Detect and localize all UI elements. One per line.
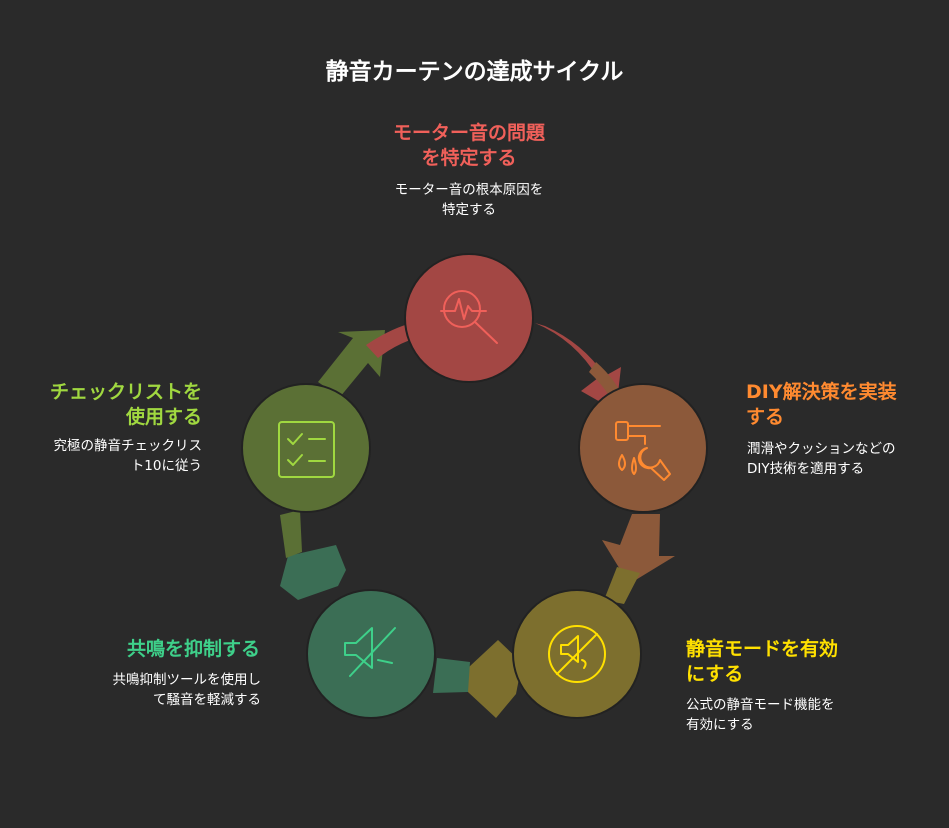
step1-label: モーター音の問題 を特定する [392,122,545,169]
faucet-wrench-icon [615,421,671,481]
arrow-step2-to-step3 [602,514,675,584]
diagram-title: 静音カーテンの達成サイクル [325,59,624,85]
step3-description: 公式の静音モード機能を 有効にする [686,697,835,733]
step5-description: 究極の静音チェックリス ト10に従う [53,438,203,474]
step3-label: 静音モードを有効 にする [686,638,839,685]
arrow-step5-to-step1-tail [366,325,410,358]
step4-label: 共鳴を抑制する [126,638,260,660]
arrow-step1-to-step2-tail [589,362,621,399]
magnifier-waveform-icon [440,290,498,344]
arrow-step4-to-step5-tail [280,510,302,558]
step5-label: チェックリストを 使用する [49,381,202,428]
arrow-step3-to-step4-tail [433,658,470,693]
step5-circle [241,383,371,513]
speaker-muted-icon [344,627,396,677]
sound-off-icon [548,625,606,683]
step2-description: 潤滑やクッションなどの DIY技術を適用する [747,441,896,477]
arrow-step1-to-step2 [535,323,621,411]
step1-description: モーター音の根本原因を 特定する [394,182,544,218]
step1-circle [404,253,534,383]
arrow-step2-to-step3-tail [604,567,640,604]
step2-label: DIY解決策を実装 する [746,381,897,428]
arrow-step3-to-step4 [455,640,522,718]
arrow-step4-to-step5 [280,545,346,600]
step2-circle [578,383,708,513]
step4-description: 共鳴抑制ツールを使用し て騒音を軽減する [112,672,262,708]
checklist-icon [278,421,335,478]
